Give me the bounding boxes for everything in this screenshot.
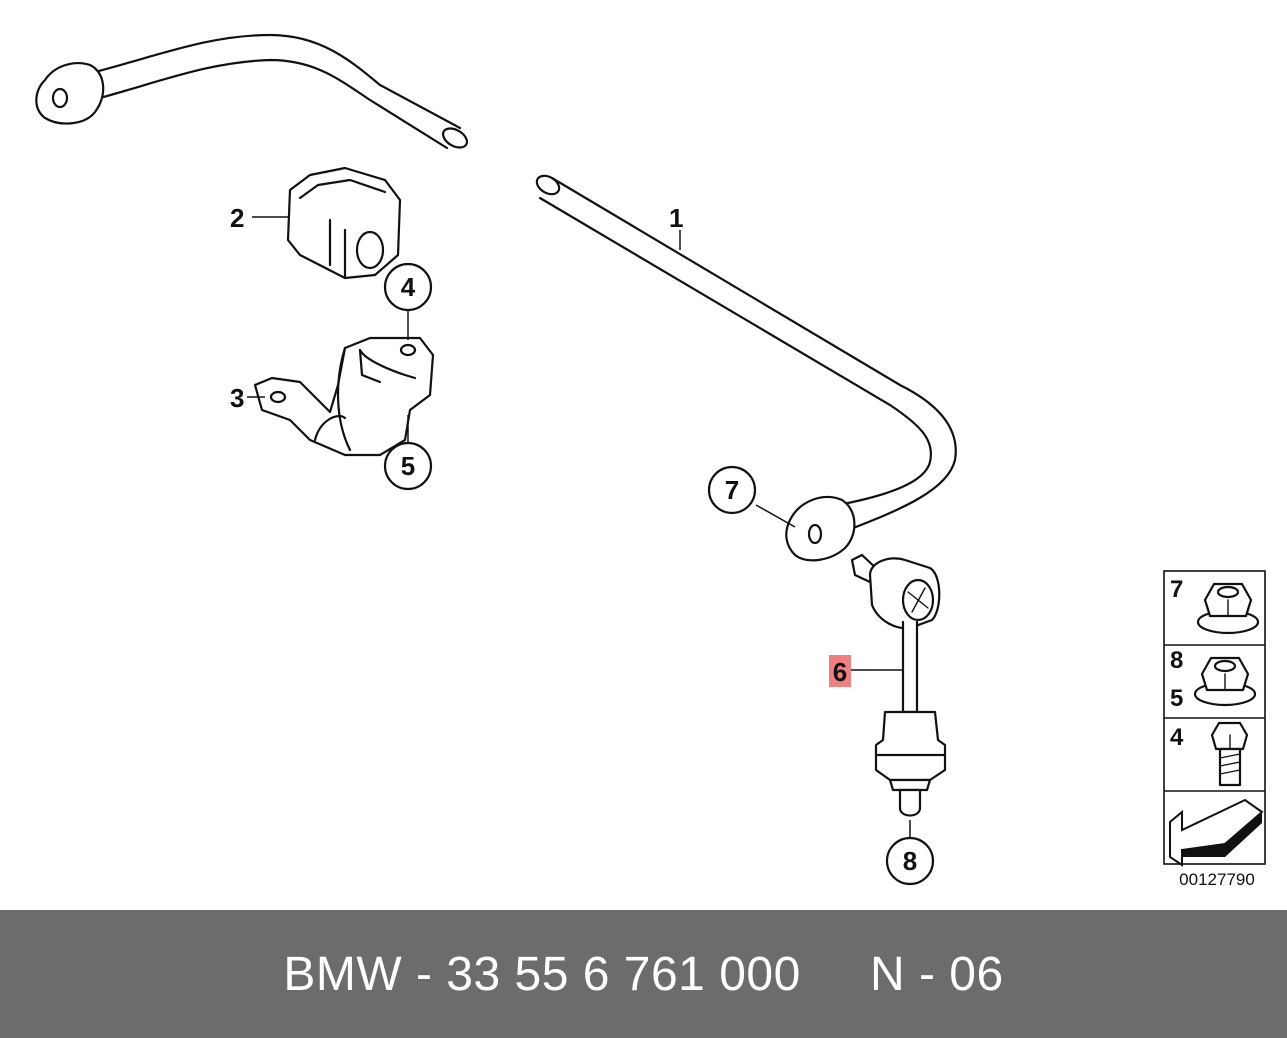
parts-diagram: 1 2 3 4 5 7 8 6 7 8 5 [35, 33, 1266, 889]
reference-arrow-icon [1169, 798, 1264, 867]
collar-nut-icon [1193, 656, 1257, 707]
footer-gap [801, 947, 870, 1002]
callout-7: 7 [725, 475, 739, 505]
legend-row3-label: 4 [1170, 724, 1184, 751]
callout-6-highlight [829, 655, 851, 687]
part-number-footer: BMW - 33 55 6 761 000 N - 06 [0, 910, 1287, 1038]
stabilizer-bar-left-section [35, 33, 469, 150]
footer-brand: BMW [283, 947, 403, 1001]
rubber-mounting [286, 166, 402, 280]
hex-nut-icon [1196, 582, 1260, 635]
callout-6: 6 [833, 657, 847, 687]
footer-separator: - [402, 947, 447, 1001]
footer-position-label: N - 06 [869, 947, 1004, 1001]
callout-3: 3 [230, 383, 244, 413]
legend-row2-label-a: 8 [1170, 647, 1183, 674]
callout-4: 4 [401, 272, 416, 302]
footer-part-number: 33 55 6 761 000 [446, 947, 801, 1001]
hex-bolt-icon [1210, 721, 1249, 787]
hardware-legend-panel: 7 8 5 4 [1163, 570, 1266, 867]
callout-8: 8 [903, 846, 917, 876]
callout-5: 5 [401, 451, 415, 481]
callout-1: 1 [669, 203, 683, 233]
legend-row1-label: 7 [1170, 576, 1183, 603]
leader-lines [247, 216, 911, 838]
callout-6-highlighted[interactable]: 6 [829, 655, 851, 687]
callout-5-circle: 5 [383, 441, 433, 491]
parts-diagram-svg: 1 2 3 4 5 7 8 6 7 8 5 [35, 33, 1266, 889]
stabilizer-bar-right-section [535, 174, 957, 562]
swing-support-link [850, 553, 947, 817]
callout-8-circle: 8 [885, 836, 935, 886]
legend-row2-label-b: 5 [1170, 685, 1183, 712]
bracket [253, 336, 435, 457]
callout-7-circle: 7 [707, 465, 757, 515]
diagram-id: 00127790 [1179, 870, 1255, 889]
callout-2: 2 [230, 203, 244, 233]
callout-4-circle: 4 [383, 262, 433, 312]
